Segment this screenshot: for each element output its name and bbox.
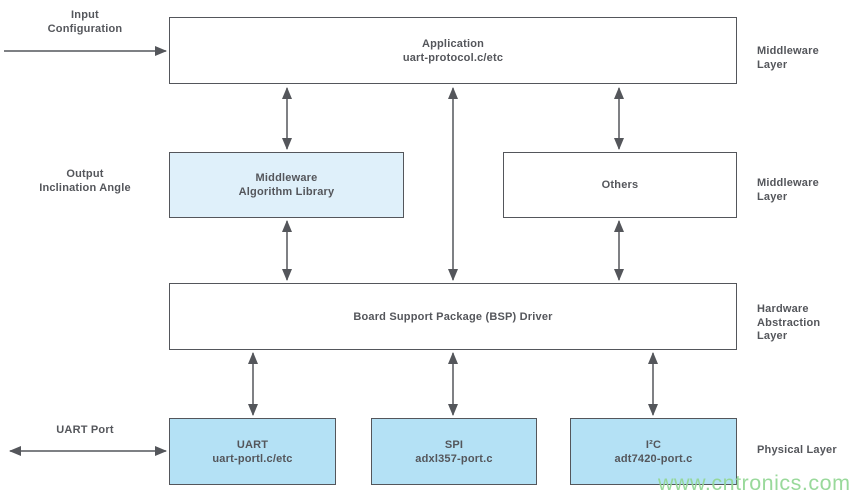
box-spi-subtitle: adxl357-port.c [415,452,493,465]
label-middleware-layer-top: Middleware Layer [757,45,849,72]
box-middleware-algorithm-library: Middleware Algorithm Library [169,152,404,218]
box-uart-title: UART [236,438,269,451]
label-middleware-layer-mid-text: Middleware Layer [757,177,819,203]
label-hal-line1: Hardware [757,303,809,315]
box-spi: SPI adxl357-port.c [371,418,537,485]
box-application-subtitle: uart-protocol.c/etc [402,51,504,64]
box-middleware-subtitle: Algorithm Library [238,186,335,198]
box-middleware-title: Middleware [255,172,318,184]
watermark-cntronics: www.cntronics.com [658,471,849,495]
box-i2c: I²C adt7420-port.c [570,418,737,485]
label-physical-layer: Physical Layer [757,444,837,458]
box-uart: UART uart-portl.c/etc [169,418,336,485]
box-bsp-title: Board Support Package (BSP) Driver [353,310,553,323]
box-application: Application uart-protocol.c/etc [169,17,737,84]
label-uart-port-text: UART Port [56,424,114,436]
box-others-title: Others [601,179,639,191]
box-bsp-driver: Board Support Package (BSP) Driver [169,283,737,350]
box-spi-title: SPI [444,438,464,451]
box-i2c-subtitle: adt7420-port.c [614,452,693,465]
label-input-line2: Configuration [47,22,123,35]
label-hardware-abstraction-layer: Hardware Abstraction Layer [757,303,849,344]
label-output-inclination-angle: Output Inclination Angle [10,168,160,195]
label-uart-port: UART Port [10,424,160,438]
box-application-title: Application [421,37,485,50]
label-hal-line2: Abstraction Layer [757,316,821,343]
label-input-line1: Input [71,9,99,21]
label-output-line2: Inclination Angle [39,181,131,194]
box-others: Others [503,152,737,218]
label-input-configuration: Input Configuration [10,9,160,36]
box-uart-subtitle: uart-portl.c/etc [212,452,293,465]
label-middleware-layer-top-text: Middleware Layer [757,45,819,71]
label-output-line1: Output [66,168,104,180]
label-middleware-layer-mid: Middleware Layer [757,177,849,204]
box-i2c-title: I²C [645,438,662,451]
label-physical-layer-text: Physical Layer [757,444,837,456]
